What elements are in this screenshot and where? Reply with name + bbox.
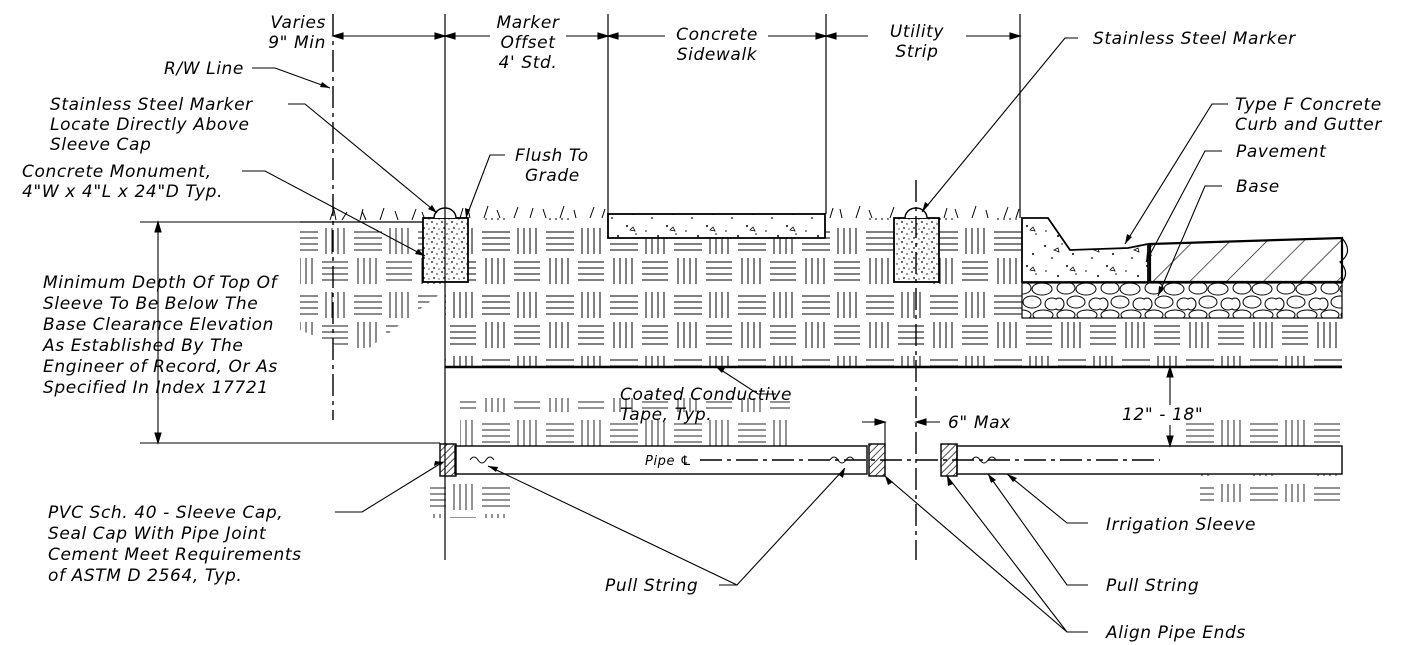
monument-label-line1: Concrete Monument, <box>22 162 212 182</box>
pipe-centerline-label: Pipe ℄ <box>645 454 692 469</box>
cover-dimension <box>1166 365 1174 448</box>
min-depth-label-line4: As Established By The <box>42 336 243 356</box>
rw-line-label: R/W Line <box>164 59 244 79</box>
curb-gutter-label-line1: Type F Concrete <box>1235 95 1382 115</box>
utility-strip-label-line1: Utility <box>890 22 945 42</box>
grass-surface <box>329 205 1020 221</box>
pvc-cap-label-line4: of ASTM D 2564, Typ. <box>48 566 242 586</box>
max-gap-label: 6" Max <box>948 413 1011 433</box>
conductive-tape-label-line2: Tape, Typ. <box>620 405 712 425</box>
marker-offset-label-line2: Offset <box>501 33 557 53</box>
cover-depth-label: 12" - 18" <box>1122 405 1203 425</box>
marker-offset-label-line3: 4' Std. <box>499 53 558 73</box>
pvc-cap-label-line1: PVC Sch. 40 - Sleeve Cap, <box>48 503 283 523</box>
sidewalk-label-line2: Sidewalk <box>677 45 758 65</box>
ss-marker-left-label-line1: Stainless Steel Marker <box>50 95 253 115</box>
varies-label-line1: Varies <box>270 13 326 33</box>
conductive-tape-label-line1: Coated Conductive <box>620 385 792 405</box>
curb-and-gutter <box>1021 217 1149 283</box>
curb-gutter-label-line2: Curb and Gutter <box>1235 115 1382 135</box>
base-layer <box>1021 282 1343 319</box>
irrigation-pipe <box>439 443 1343 477</box>
min-depth-label-line5: Engineer of Record, Or As <box>43 357 278 377</box>
varies-label-line2: 9" Min <box>268 33 326 53</box>
base-label: Base <box>1236 177 1280 197</box>
min-depth-label-line3: Base Clearance Elevation <box>43 315 274 335</box>
concrete-sidewalk <box>607 213 826 239</box>
pvc-cap-label-line3: Cement Meet Requirements <box>48 545 302 565</box>
pvc-cap-label-line2: Seal Cap With Pipe Joint <box>48 524 267 544</box>
pavement-label: Pavement <box>1236 142 1327 162</box>
pull-string-right-label: Pull String <box>1106 576 1199 596</box>
irrigation-sleeve-label: Irrigation Sleeve <box>1106 515 1256 535</box>
annotation-text: Varies 9" Min Marker Offset 4' Std. Conc… <box>22 13 1382 643</box>
ss-marker-left-label-line2: Locate Directly Above <box>50 115 250 135</box>
marker-offset-label-line1: Marker <box>497 13 560 33</box>
monument-label-line2: 4"W x 4"L x 24"D Typ. <box>22 182 223 202</box>
leader-lines <box>242 37 1228 633</box>
pavement-layer <box>1148 236 1349 284</box>
align-pipe-ends-label: Align Pipe Ends <box>1105 623 1246 643</box>
pull-string-left-label: Pull String <box>605 576 698 596</box>
gap-dimension <box>862 418 940 445</box>
utility-strip-label-line2: Strip <box>896 42 939 62</box>
top-dimension-lines <box>331 32 1022 40</box>
flush-to-grade-label-line1: Flush To <box>515 146 589 166</box>
sidewalk-label-line1: Concrete <box>676 25 758 45</box>
flush-to-grade-label-line2: Grade <box>525 166 580 186</box>
ss-marker-right-label: Stainless Steel Marker <box>1093 29 1296 49</box>
min-depth-label-line2: Sleeve To Be Below The <box>43 294 258 314</box>
sleeve-cap-left <box>439 443 457 477</box>
min-depth-label-line1: Minimum Depth Of Top Of <box>43 273 280 293</box>
depth-dimension <box>140 220 440 445</box>
soil-mass <box>300 218 1342 518</box>
ss-marker-left-label-line3: Sleeve Cap <box>50 135 151 155</box>
min-depth-label-line6: Specified In Index 17721 <box>43 378 269 398</box>
